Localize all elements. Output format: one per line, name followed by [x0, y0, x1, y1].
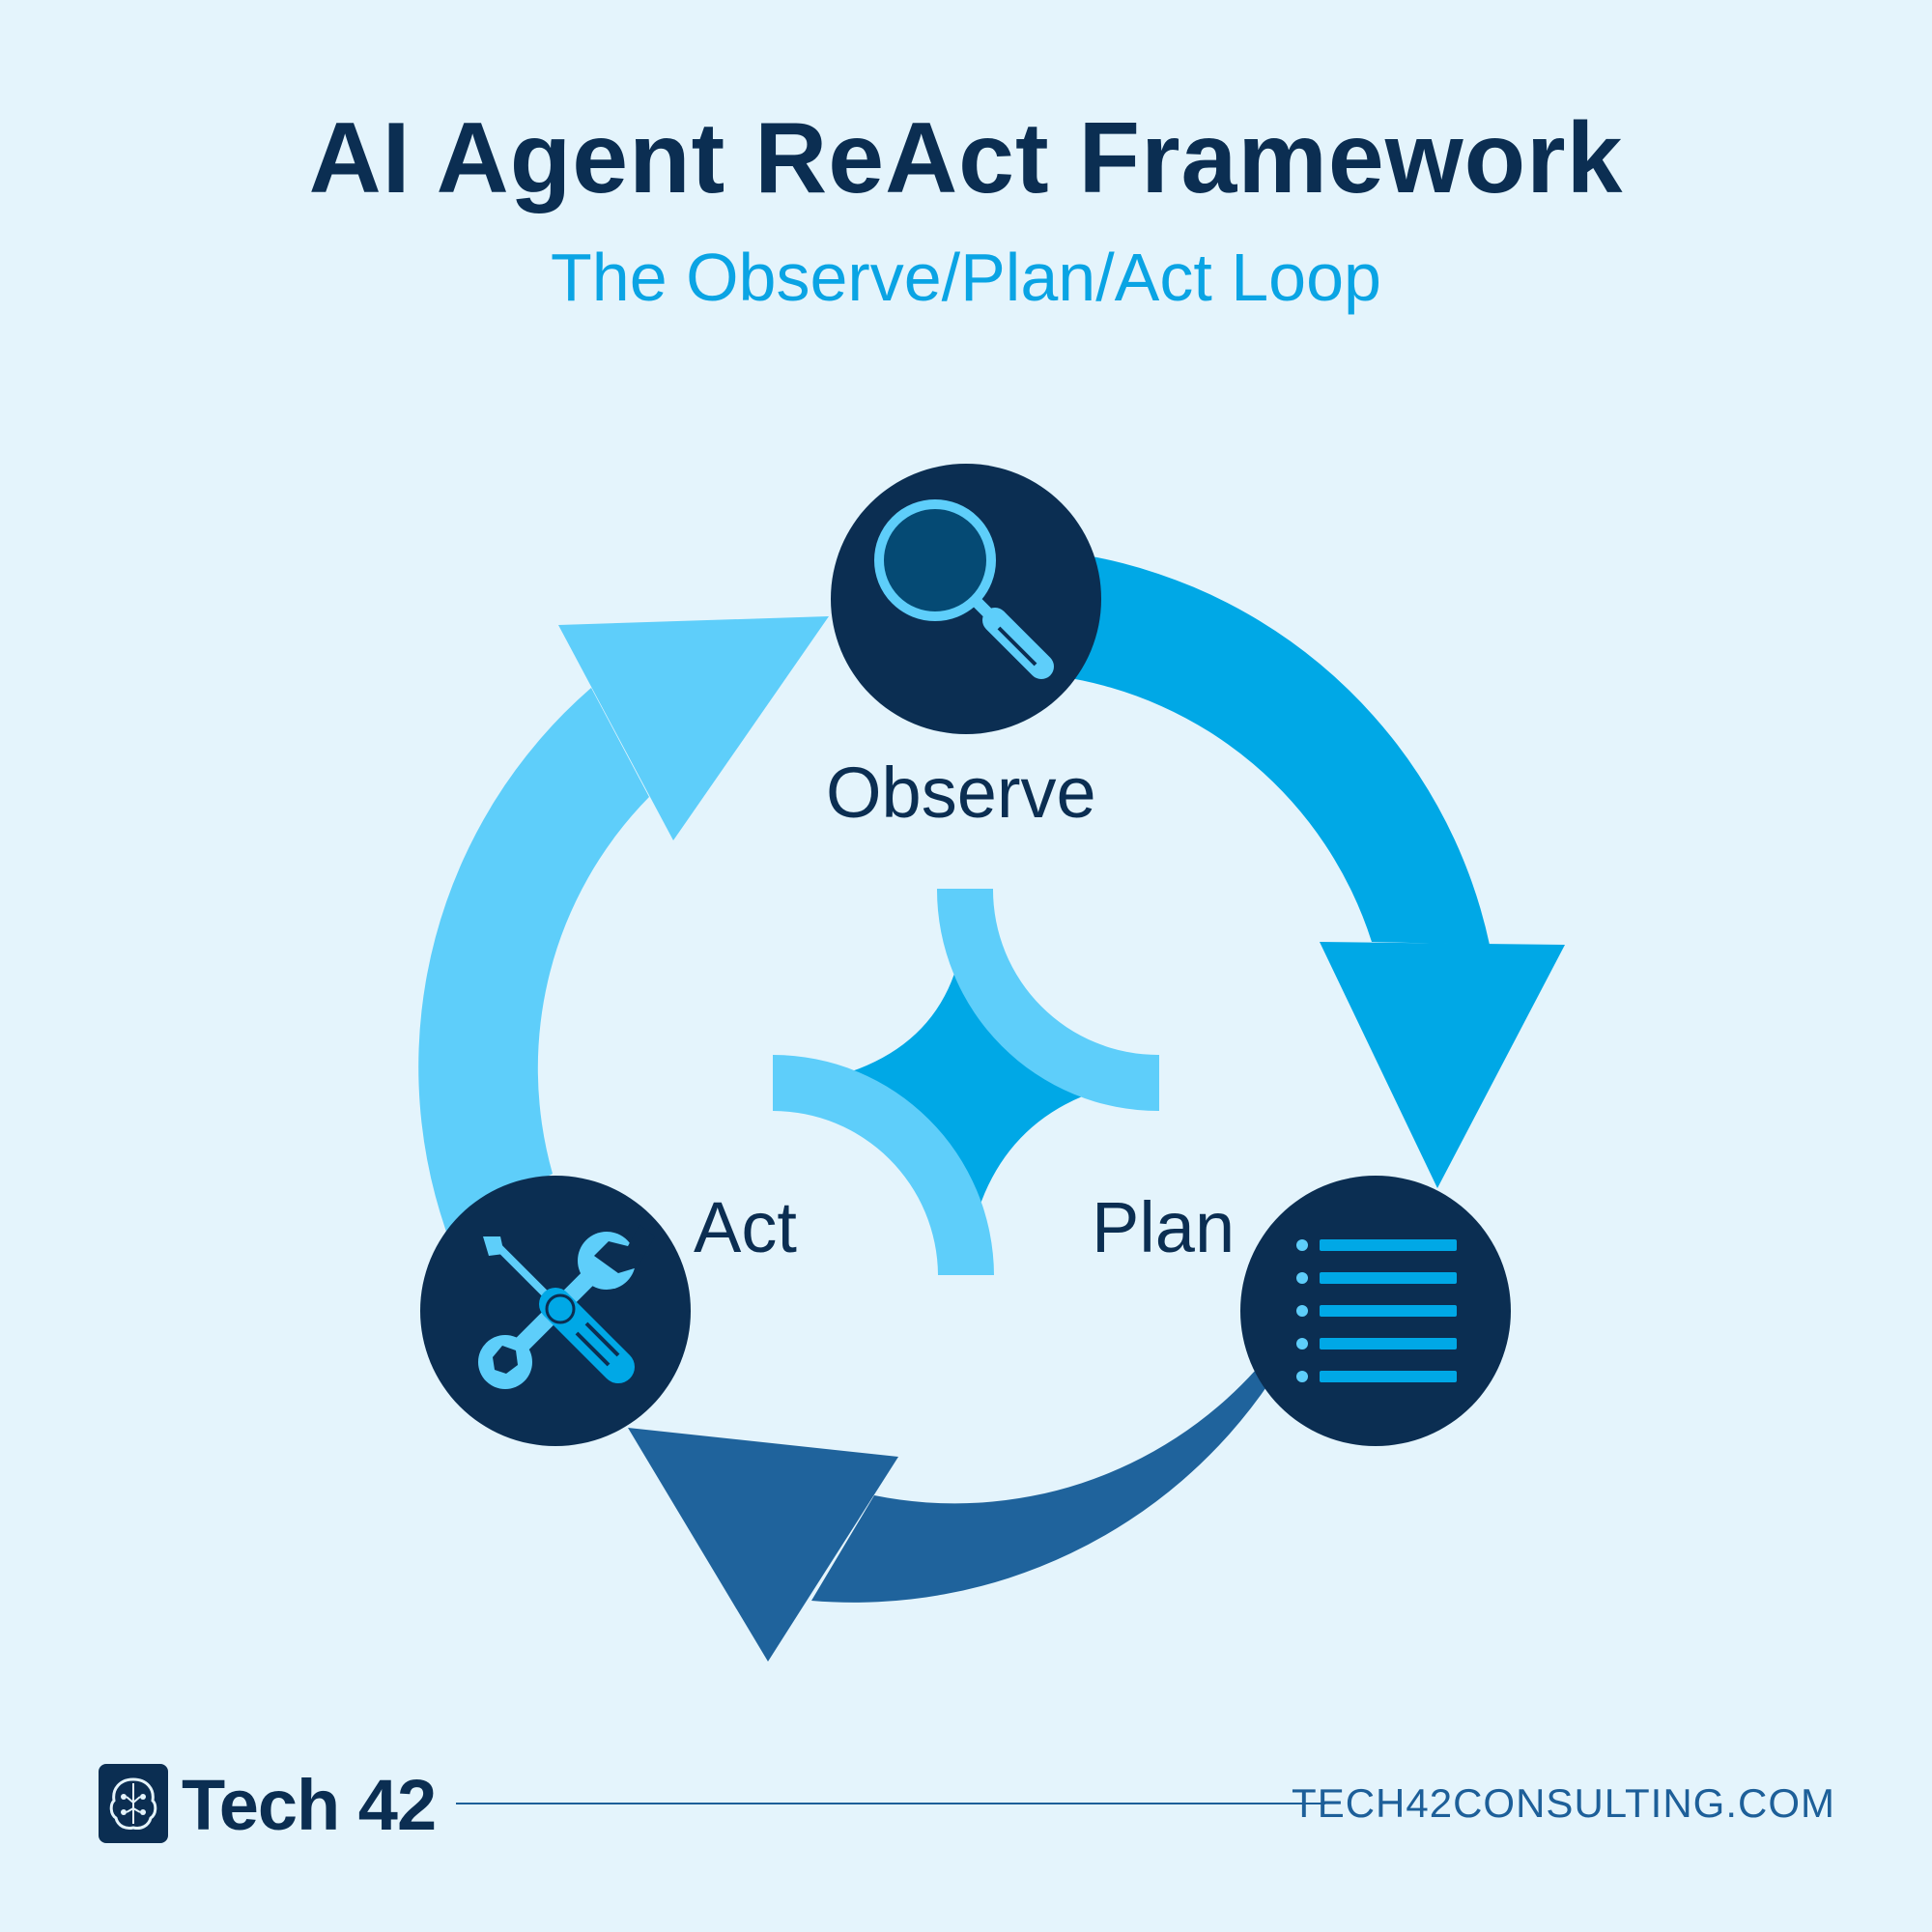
magnifying-glass-icon	[874, 499, 1054, 679]
step-label-observe: Observe	[826, 753, 1096, 833]
arrow-act-to-observe	[418, 616, 829, 1232]
sparkle-emblem	[773, 889, 1159, 1275]
footer-divider	[456, 1803, 1325, 1804]
arrow-observe-to-plan	[1058, 555, 1565, 1188]
page-subtitle: The Observe/Plan/Act Loop	[551, 240, 1381, 315]
page-title: AI Agent ReAct Framework	[308, 102, 1624, 214]
website-link[interactable]: TECH42CONSULTING.COM	[1292, 1780, 1835, 1826]
step-label-act: Act	[694, 1187, 797, 1267]
list-icon	[1296, 1239, 1457, 1382]
observe-node	[831, 464, 1101, 734]
wrench-screwdriver-icon	[478, 1225, 655, 1389]
brain-circuit-icon	[99, 1764, 168, 1843]
step-label-plan: Plan	[1092, 1187, 1236, 1267]
brand-name: Tech 42	[182, 1765, 437, 1845]
arrow-plan-to-act	[628, 1370, 1270, 1662]
act-node	[420, 1176, 691, 1446]
plan-node	[1240, 1176, 1511, 1446]
